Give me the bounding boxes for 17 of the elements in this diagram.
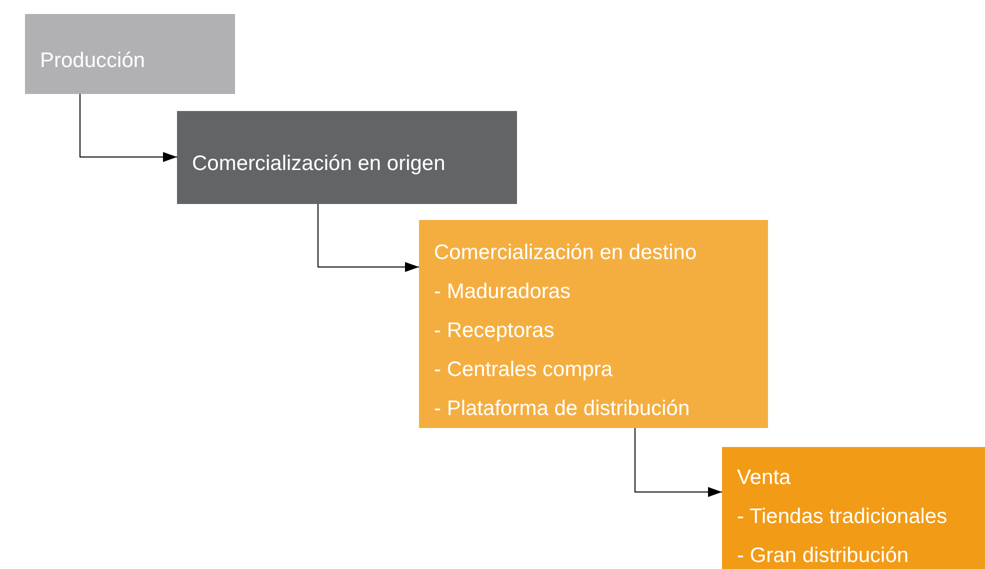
list-item: - Tiendas tradicionales xyxy=(737,504,948,530)
list-item: - Plataforma de distribución xyxy=(434,396,690,422)
arrow xyxy=(80,94,178,162)
process-box xyxy=(177,111,517,204)
arrow xyxy=(634,428,722,497)
list-item: - Gran distribución xyxy=(737,543,909,569)
process-box xyxy=(25,14,235,94)
process-box xyxy=(722,447,985,569)
box-heading: Producción xyxy=(40,48,146,74)
box-heading: Comercialización en origen xyxy=(192,151,446,177)
box-heading: Venta xyxy=(737,465,791,491)
list-item: - Receptoras xyxy=(434,318,554,344)
box-heading: Comercialización en destino xyxy=(434,240,697,266)
process-box xyxy=(419,220,768,428)
list-item: - Centrales compra xyxy=(434,357,613,383)
arrow xyxy=(318,204,420,272)
list-item: - Maduradoras xyxy=(434,279,571,305)
